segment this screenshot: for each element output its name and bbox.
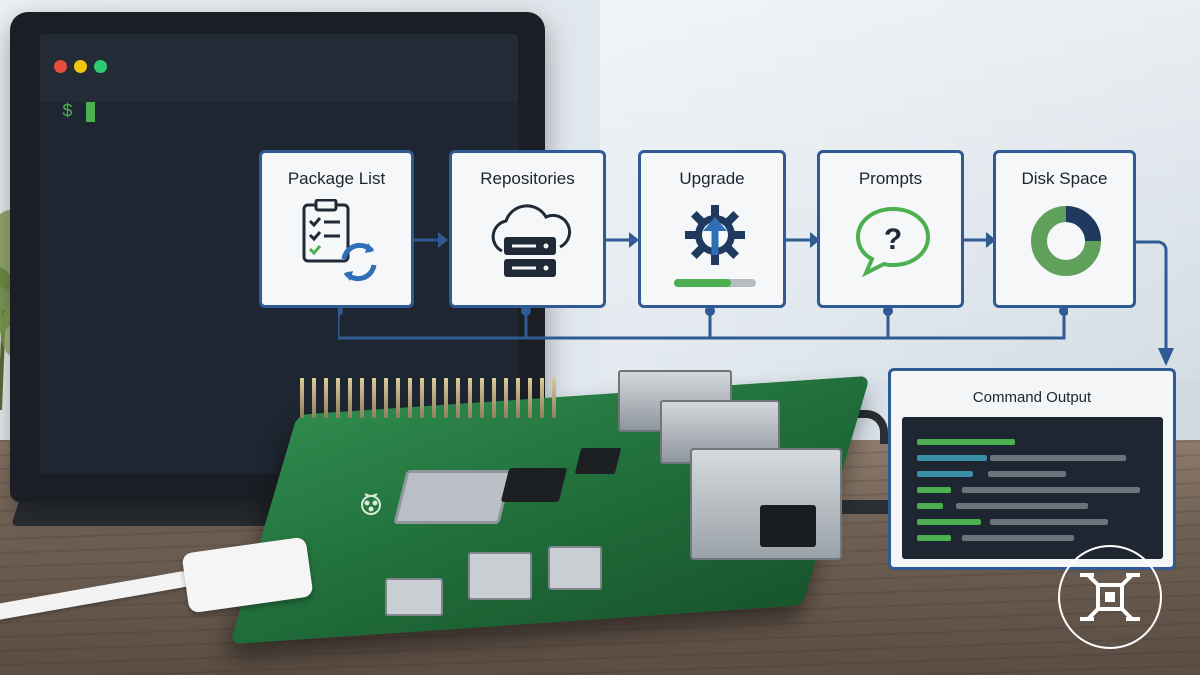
micro-hdmi-port-2 bbox=[548, 546, 602, 590]
maximize-dot[interactable] bbox=[94, 60, 107, 73]
step-label: Disk Space bbox=[1021, 169, 1108, 188]
step-disk-space[interactable]: Disk Space bbox=[993, 150, 1136, 308]
step-label: Package List bbox=[287, 169, 386, 188]
gpio-header bbox=[300, 378, 570, 424]
output-line bbox=[917, 535, 951, 541]
output-title: Command Output bbox=[972, 389, 1092, 406]
step-label: Upgrade bbox=[679, 169, 745, 188]
clipboard-refresh-icon bbox=[302, 199, 377, 282]
output-line bbox=[962, 535, 1074, 541]
cloud-server-icon bbox=[491, 204, 572, 277]
controller-chip bbox=[574, 448, 622, 474]
output-line bbox=[990, 455, 1126, 461]
step-label: Repositories bbox=[480, 169, 575, 188]
step-prompts[interactable]: Prompts ? bbox=[817, 150, 964, 308]
micro-hdmi-port-1 bbox=[468, 552, 532, 600]
output-line bbox=[988, 471, 1066, 477]
output-line bbox=[917, 455, 987, 461]
step-upgrade[interactable]: Upgrade bbox=[638, 150, 786, 308]
step-label: Prompts bbox=[858, 169, 923, 188]
question-bubble-icon: ? bbox=[855, 206, 931, 278]
output-line bbox=[917, 487, 951, 493]
output-line bbox=[956, 503, 1088, 509]
output-terminal bbox=[902, 417, 1163, 559]
drone-icon bbox=[1080, 573, 1140, 621]
terminal-prompt: $ bbox=[62, 102, 73, 122]
ethernet-socket bbox=[760, 505, 816, 547]
output-line bbox=[990, 519, 1108, 525]
flow-arrow-1 bbox=[414, 232, 448, 248]
donut-chart-icon bbox=[1031, 206, 1101, 276]
usb-c-port bbox=[385, 578, 443, 616]
output-line bbox=[917, 503, 943, 509]
svg-text:?: ? bbox=[884, 223, 902, 256]
output-line bbox=[917, 471, 973, 477]
upgrade-progress-fill bbox=[674, 279, 732, 287]
close-dot[interactable] bbox=[54, 60, 67, 73]
flow-arrow-4 bbox=[962, 232, 996, 248]
step-package-list[interactable]: Package List bbox=[259, 150, 414, 308]
output-line bbox=[917, 519, 981, 525]
output-line bbox=[962, 487, 1140, 493]
drone-badge bbox=[1058, 545, 1162, 649]
gear-upload-icon bbox=[685, 205, 745, 265]
terminal-cursor bbox=[86, 102, 95, 122]
terminal-screen: $ bbox=[40, 34, 518, 474]
terminal-titlebar bbox=[40, 34, 518, 102]
minimize-dot[interactable] bbox=[74, 60, 87, 73]
flow-arrow-to-output bbox=[1136, 240, 1174, 366]
output-line bbox=[917, 439, 1015, 445]
monitor: $ bbox=[10, 12, 545, 502]
upgrade-progress-track bbox=[674, 279, 756, 287]
step-repositories[interactable]: Repositories bbox=[449, 150, 606, 308]
flow-arrow-3 bbox=[786, 232, 820, 248]
flow-arrow-2 bbox=[605, 232, 639, 248]
soc-chip bbox=[393, 470, 513, 524]
command-output-panel: Command Output bbox=[888, 368, 1176, 570]
flow-connector-line bbox=[338, 308, 1068, 340]
raspberry-logo-icon bbox=[361, 493, 381, 515]
ram-chip bbox=[500, 468, 568, 502]
